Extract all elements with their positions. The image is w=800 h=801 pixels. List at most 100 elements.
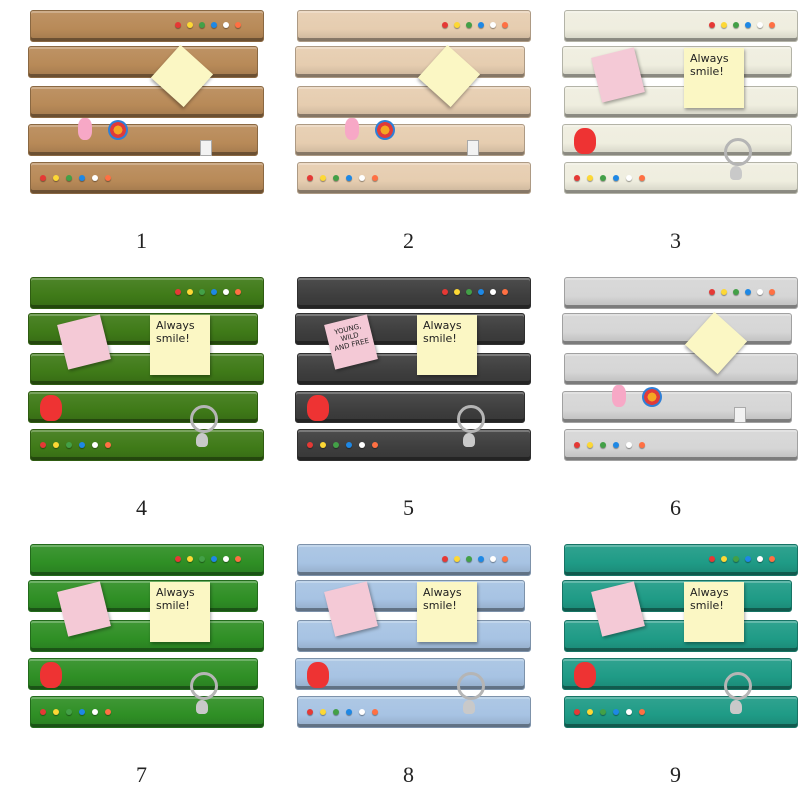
- push-pin-icon: [359, 442, 365, 448]
- variant-number-label: 4: [136, 495, 147, 520]
- board-strips: [267, 0, 534, 215]
- push-pin-icon: [709, 22, 715, 28]
- board-strip: [297, 277, 531, 309]
- bear-keychain-icon: [574, 662, 596, 688]
- push-pin-icon: [466, 22, 472, 28]
- variant-number-label: 1: [136, 228, 147, 253]
- board-strip: [562, 313, 792, 345]
- board-strip: [297, 10, 531, 42]
- bear-keychain-icon: [307, 662, 329, 688]
- bear-keychain-icon: [307, 395, 329, 421]
- push-pin-icon: [359, 709, 365, 715]
- push-pin-icon: [769, 556, 775, 562]
- push-pin-icon: [587, 709, 593, 715]
- board-strip: [28, 658, 258, 690]
- push-pin-icon: [721, 22, 727, 28]
- push-pin-icon: [490, 289, 496, 295]
- variant-number-label: 6: [670, 495, 681, 520]
- push-pin-icon: [187, 289, 193, 295]
- push-pin-icon: [235, 556, 241, 562]
- push-pin-icon: [574, 709, 580, 715]
- push-pin-icon: [454, 556, 460, 562]
- push-pin-icon: [626, 709, 632, 715]
- push-pin-icon: [442, 22, 448, 28]
- push-pin-icon: [502, 556, 508, 562]
- push-pin-icon: [66, 175, 72, 181]
- push-pin-icon: [235, 289, 241, 295]
- push-pin-icon: [613, 442, 619, 448]
- board-strip: [297, 86, 531, 118]
- push-pin-icon: [333, 175, 339, 181]
- sticky-note-text: smile!: [423, 599, 457, 612]
- push-pin-icon: [639, 442, 645, 448]
- sticky-note-text: Always: [690, 52, 729, 65]
- board-strip: [562, 124, 792, 156]
- keyring-icon: [724, 672, 752, 700]
- deer-keychain-icon: [612, 385, 626, 407]
- variant-number-label: 8: [403, 762, 414, 787]
- board-strip: [297, 544, 531, 576]
- push-pin-icon: [320, 442, 326, 448]
- push-pin-icon: [320, 709, 326, 715]
- push-pin-icon: [53, 175, 59, 181]
- push-pin-icon: [359, 175, 365, 181]
- bell-charm-icon: [730, 166, 742, 180]
- sticky-note-text: smile!: [423, 332, 457, 345]
- push-pin-icon: [709, 289, 715, 295]
- push-pin-icon: [721, 556, 727, 562]
- push-pin-icon: [105, 709, 111, 715]
- sticky-note-text: smile!: [690, 65, 724, 78]
- keyring-icon: [457, 672, 485, 700]
- push-pin-icon: [626, 175, 632, 181]
- push-pin-icon: [223, 22, 229, 28]
- push-pin-icon: [613, 709, 619, 715]
- push-pin-icon: [600, 175, 606, 181]
- push-pin-icon: [490, 556, 496, 562]
- push-pin-icon: [442, 289, 448, 295]
- board-strip: [295, 391, 525, 423]
- sticky-note-text: Always: [156, 319, 195, 332]
- push-pin-icon: [346, 442, 352, 448]
- board-strip: [30, 544, 264, 576]
- bell-charm-icon: [463, 700, 475, 714]
- flower-keychain-icon: [375, 120, 395, 140]
- push-pin-icon: [175, 289, 181, 295]
- push-pin-icon: [478, 289, 484, 295]
- push-pin-icon: [733, 22, 739, 28]
- push-pin-icon: [235, 22, 241, 28]
- variant-1: 1: [0, 0, 267, 267]
- push-pin-icon: [333, 442, 339, 448]
- bear-keychain-icon: [574, 128, 596, 154]
- bell-charm-icon: [196, 433, 208, 447]
- push-pin-icon: [307, 442, 313, 448]
- bell-charm-icon: [196, 700, 208, 714]
- bear-keychain-icon: [40, 662, 62, 688]
- push-pin-icon: [53, 442, 59, 448]
- push-pin-icon: [223, 556, 229, 562]
- push-pin-icon: [372, 709, 378, 715]
- push-pin-icon: [175, 556, 181, 562]
- board-strip: [28, 391, 258, 423]
- push-pin-icon: [466, 289, 472, 295]
- push-pin-icon: [639, 709, 645, 715]
- push-pin-icon: [199, 289, 205, 295]
- push-pin-icon: [66, 442, 72, 448]
- push-pin-icon: [40, 442, 46, 448]
- sticky-note-text: Always: [156, 586, 195, 599]
- board-strip: [30, 277, 264, 309]
- push-pin-icon: [613, 175, 619, 181]
- push-pin-icon: [587, 175, 593, 181]
- push-pin-icon: [733, 289, 739, 295]
- board-strip: [295, 46, 525, 78]
